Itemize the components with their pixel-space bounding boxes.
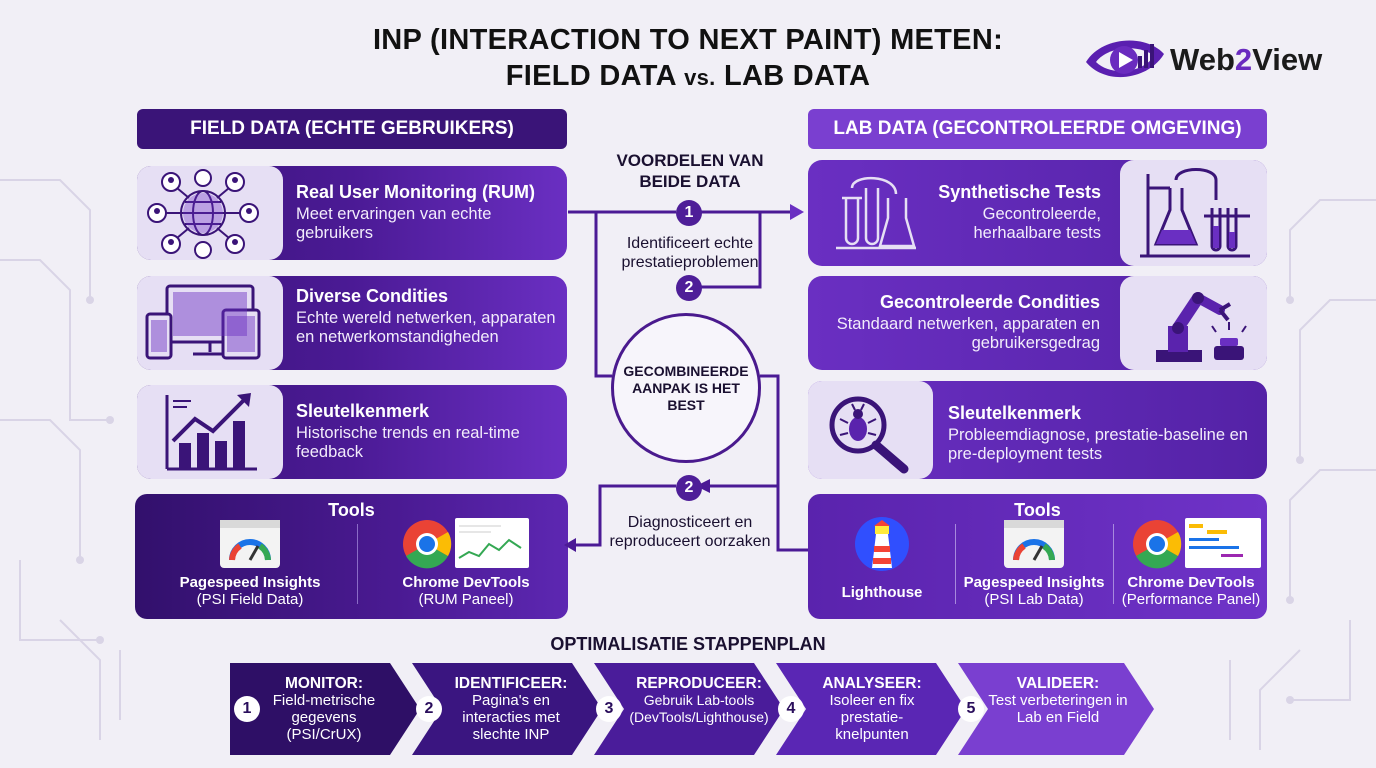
lab-glassware-icon [826,168,926,263]
tool-name: Pagespeed Insights [963,574,1105,591]
connector-lines [564,204,808,552]
tool-chrome-devtools-lab[interactable]: Chrome DevTools (Performance Panel) [1116,518,1266,608]
logo-text: Web2View [1170,42,1323,77]
step-number: 4 [778,696,804,722]
trend-chart-icon [137,385,283,479]
combined-approach-circle: GECOMBINEERDE AANPAK IS HET BEST [611,313,761,463]
tool-sub: (PSI Field Data) [196,591,304,608]
lab-card-heading: Synthetische Tests [938,182,1101,202]
devices-icon [137,276,283,370]
tool-name: Chrome DevTools [402,574,530,591]
benefit-number-2b: 2 [676,475,702,501]
tool-name: Chrome DevTools [1127,574,1255,591]
field-data-header: FIELD DATA (ECHTE GEBRUIKERS) [137,109,567,149]
tool-chrome-devtools-field[interactable]: Chrome DevTools (RUM Paneel) [371,518,561,608]
step-text: Isoleer en fix prestatie-knelpunten [829,692,915,743]
pagespeed-gauge-icon [220,520,280,568]
tool-sub: (Performance Panel) [1121,591,1261,608]
lab-card-desc: Probleemdiagnose, prestatie-baseline en … [948,426,1248,463]
page-title-line-2: FIELD DATA vs. LAB DATA [505,60,871,92]
lab-card-synthetic: Synthetische Tests Gecontroleerde, herha… [808,160,1267,266]
step-validate: 5 VALIDEER: Test verbeteringen in Lab en… [958,663,1154,755]
step-number: 3 [596,696,622,722]
step-heading: VALIDEER: [1016,675,1100,692]
lab-data-header: LAB DATA (GECONTROLEERDE OMGEVING) [808,109,1267,149]
step-monitor: 1 MONITOR: Field-metrische gegevens (PSI… [230,663,420,755]
field-tools-title: Tools [328,500,375,520]
field-card-heading: Diverse Condities [296,286,449,306]
field-card-heading: Real User Monitoring (RUM) [296,182,536,202]
step-number: 2 [416,696,442,722]
lab-tools-panel: Tools Lighthouse Pagespeed Insights (PSI… [808,494,1267,619]
step-text: Gebruik Lab-tools (DevTools/Lighthouse) [629,692,769,725]
eye-logo-icon [1086,40,1164,78]
page-title-line-1: INP (INTERACTION TO NEXT PAINT) METEN: [372,24,1004,56]
lighthouse-icon [855,517,909,571]
benefits-heading: VOORDELEN VAN BEIDE DATA [616,151,764,191]
step-number: 1 [234,696,260,722]
bug-magnifier-icon [808,381,933,479]
chrome-devtools-icon [403,518,529,569]
field-card-desc: Echte wereld netwerken, apparaten en net… [296,309,556,346]
combined-approach-text: GECOMBINEERDE AANPAK IS HET BEST [623,363,749,413]
field-card-key-feature: Sleutelkenmerk Historische trends en rea… [137,385,567,479]
web2view-logo: Web2View [1082,28,1352,92]
field-card-conditions: Diverse Condities Echte wereld netwerken… [137,276,567,370]
steps-title: OPTIMALISATIE STAPPENPLAN [550,634,826,654]
tool-lighthouse[interactable]: Lighthouse [816,516,948,601]
benefit-text-1: Identificeert echte prestatieproblemen [621,235,759,271]
step-number: 5 [958,696,984,722]
lab-card-conditions: Gecontroleerde Condities Standaard netwe… [808,276,1267,370]
field-tools-panel: Tools Pagespeed Insights (PSI Field Data… [135,494,568,619]
tool-pagespeed-field[interactable]: Pagespeed Insights (PSI Field Data) [155,518,345,608]
step-heading: MONITOR: [284,675,364,692]
field-card-desc: Historische trends en real-time feedback [296,424,520,461]
lab-card-heading: Gecontroleerde Condities [879,292,1100,312]
globe-users-icon [137,166,283,260]
pagespeed-gauge-icon [1004,520,1064,568]
robot-arm-icon [1120,276,1267,370]
step-analyse: 4 ANALYSEER: Isoleer en fix prestatie-kn… [776,663,966,755]
field-card-heading: Sleutelkenmerk [296,401,430,421]
benefit-number-2a: 2 [676,275,702,301]
lab-card-desc: Standaard netwerken, apparaten en gebrui… [836,315,1100,352]
step-text: Test verbeteringen in Lab en Field [988,692,1128,726]
step-heading: IDENTIFICEER: [454,675,568,692]
lab-tools-title: Tools [1014,500,1061,520]
lab-card-desc: Gecontroleerde, herhaalbare tests [973,205,1102,242]
step-text: Field-metrische gegevens (PSI/CrUX) [272,692,376,743]
step-heading: REPRODUCEER: [636,675,762,692]
tool-name: Pagespeed Insights [179,574,321,591]
chrome-devtools-icon [1133,518,1261,569]
lab-flask-icon [1120,160,1267,266]
tool-sub: (RUM Paneel) [418,591,514,608]
benefit-number-1: 1 [676,200,702,226]
field-card-desc: Meet ervaringen van echte gebruikers [296,205,492,242]
step-text: Pagina's en interacties met slechte INP [462,692,560,743]
lab-card-key-feature: Sleutelkenmerk Probleemdiagnose, prestat… [808,381,1267,479]
tool-name: Lighthouse [841,584,923,601]
tool-sub: (PSI Lab Data) [984,591,1084,608]
benefit-text-2: Diagnosticeert en reproduceert oorzaken [609,514,771,550]
field-card-rum: Real User Monitoring (RUM) Meet ervaring… [137,166,567,260]
step-reproduce: 3 REPRODUCEER: Gebruik Lab-tools (DevToo… [594,663,784,755]
step-heading: ANALYSEER: [822,675,922,692]
tool-pagespeed-lab[interactable]: Pagespeed Insights (PSI Lab Data) [958,518,1110,608]
lab-card-heading: Sleutelkenmerk [948,403,1082,423]
step-identify: 2 IDENTIFICEER: Pagina's en interacties … [412,663,602,755]
